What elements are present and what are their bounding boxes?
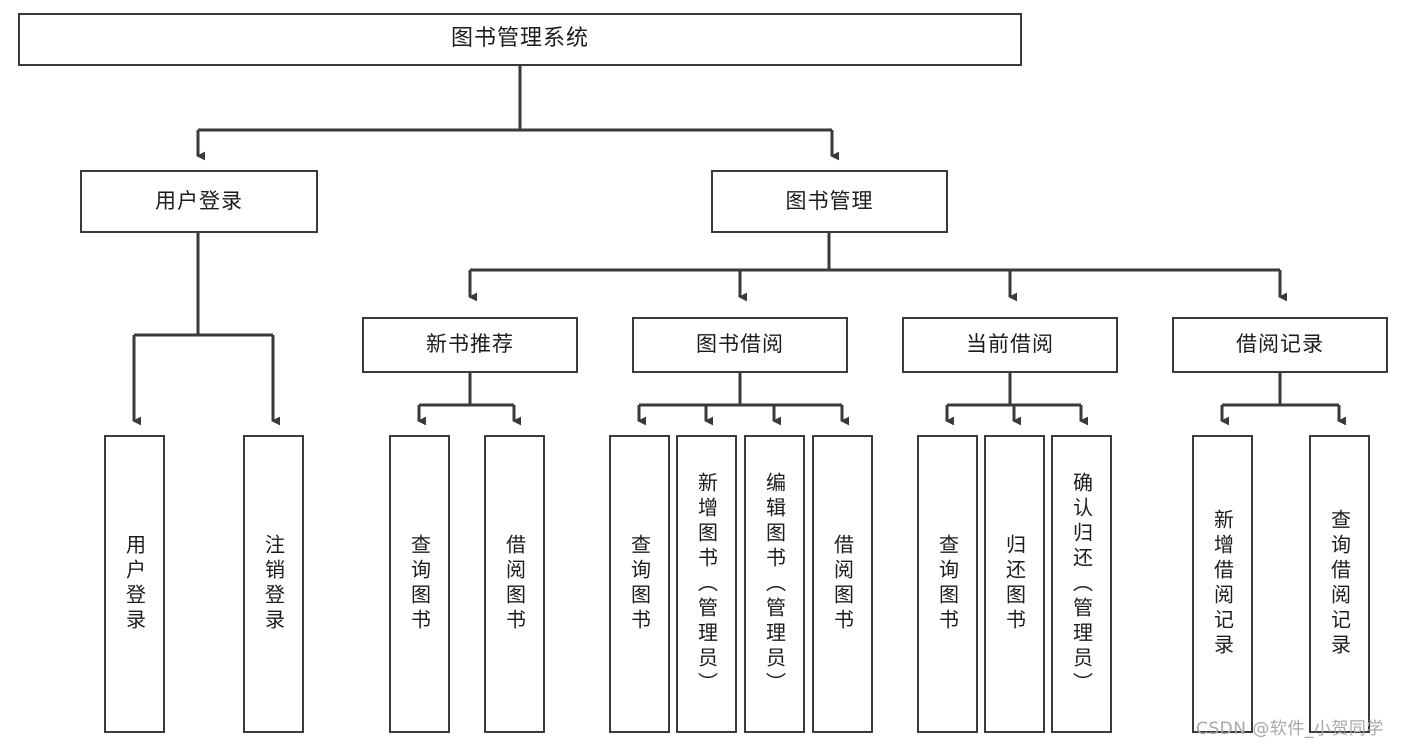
node-book-borrowing[interactable]: 图书借阅 — [632, 317, 848, 373]
node-label: 查询图书 — [935, 534, 960, 634]
node-label: 当前借阅 — [966, 332, 1054, 357]
node-root-book-management-system[interactable]: 图书管理系统 — [18, 13, 1022, 66]
leaf-user-login-logout[interactable]: 注销登录 — [243, 435, 304, 733]
node-label: 新增借阅记录 — [1210, 509, 1235, 659]
node-label: 借阅记录 — [1236, 332, 1324, 357]
leaf-borrow-edit-book-admin[interactable]: 编辑图书（管理员） — [744, 435, 805, 733]
node-user-login[interactable]: 用户登录 — [80, 170, 318, 233]
leaf-borrow-borrow-book[interactable]: 借阅图书 — [812, 435, 873, 733]
csdn-watermark: CSDN @软件_小贺同学 — [1196, 719, 1384, 739]
node-label: 查询图书 — [627, 534, 652, 634]
node-label: 新增图书（管理员） — [694, 471, 719, 697]
leaf-borrow-add-book-admin[interactable]: 新增图书（管理员） — [676, 435, 737, 733]
node-label: 图书管理 — [785, 188, 874, 213]
node-label: 图书管理系统 — [450, 26, 589, 52]
leaf-record-add-borrow-record[interactable]: 新增借阅记录 — [1192, 435, 1253, 733]
leaf-current-return-book[interactable]: 归还图书 — [984, 435, 1045, 733]
leaf-record-query-borrow-record[interactable]: 查询借阅记录 — [1309, 435, 1370, 733]
node-label: 归还图书 — [1002, 534, 1027, 634]
node-label: 借阅图书 — [830, 534, 855, 634]
node-book-management[interactable]: 图书管理 — [711, 170, 948, 233]
node-label: 查询图书 — [407, 534, 432, 634]
node-label: 编辑图书（管理员） — [762, 471, 787, 697]
node-borrowing-record[interactable]: 借阅记录 — [1172, 317, 1388, 373]
leaf-user-login-login[interactable]: 用户登录 — [104, 435, 165, 733]
node-new-book-recommendation[interactable]: 新书推荐 — [362, 317, 578, 373]
leaf-current-query-book[interactable]: 查询图书 — [917, 435, 978, 733]
node-label: 图书借阅 — [696, 332, 784, 357]
node-label: 注销登录 — [261, 534, 286, 634]
node-label: 确认归还（管理员） — [1069, 471, 1094, 697]
node-label: 借阅图书 — [502, 534, 527, 634]
node-label: 查询借阅记录 — [1327, 509, 1352, 659]
leaf-current-confirm-return-admin[interactable]: 确认归还（管理员） — [1051, 435, 1112, 733]
node-label: 用户登录 — [155, 188, 243, 213]
leaf-borrow-query-book[interactable]: 查询图书 — [609, 435, 670, 733]
node-label: 用户登录 — [122, 534, 147, 634]
leaf-new-book-query[interactable]: 查询图书 — [389, 435, 450, 733]
node-label: 新书推荐 — [426, 332, 514, 357]
leaf-new-book-borrow[interactable]: 借阅图书 — [484, 435, 545, 733]
node-current-borrowing[interactable]: 当前借阅 — [902, 317, 1118, 373]
